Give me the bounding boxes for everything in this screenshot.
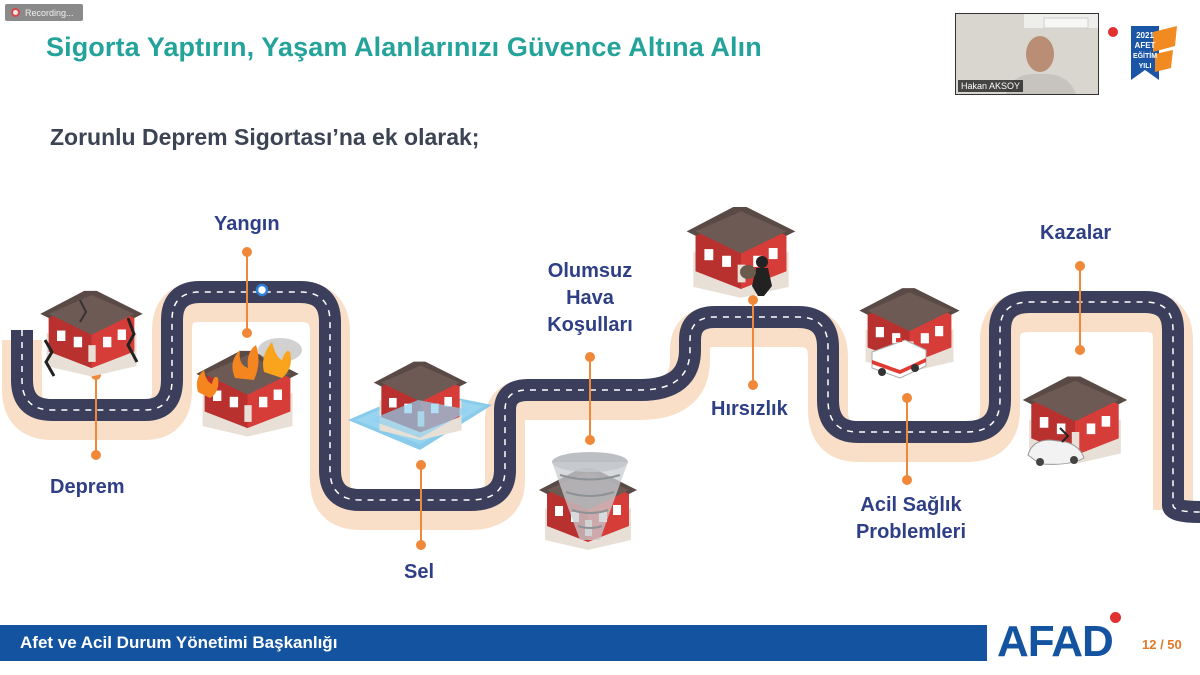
label-olumsuz-line1: Olumsuz (547, 260, 633, 282)
slide-title: Sigorta Yaptırın, Yaşam Alanlarınızı Güv… (46, 32, 762, 62)
tornado-house-icon (539, 452, 637, 550)
logo-line2: AFET (1135, 41, 1156, 50)
page-number: 12 / 50 (1142, 637, 1182, 652)
label-acil-saglik: Acil Sağlık Problemleri (850, 492, 972, 546)
flood-house-icon (348, 361, 492, 450)
label-acil-line1: Acil Sağlık (860, 494, 962, 516)
logo-line3: EĞİTİM (1133, 51, 1157, 60)
participant-name: Hakan AKSOY (958, 80, 1024, 92)
record-icon (11, 8, 20, 17)
slide-subtitle: Zorunlu Deprem Sigortası’na ek olarak; (50, 124, 480, 150)
accident-house-icon (1022, 376, 1128, 466)
fire-house-icon (196, 338, 302, 437)
label-olumsuz-line2: Hava (566, 287, 614, 309)
afet-egitim-yili-logo: 2021 AFET EĞİTİM YILI (1108, 26, 1177, 80)
turkish-flag-icon (1110, 612, 1121, 623)
recording-label: Recording... (25, 7, 74, 18)
participant-video-tile[interactable]: Hakan AKSOY (955, 13, 1099, 95)
logo-line1: 2021 (1136, 31, 1154, 40)
recording-indicator[interactable]: Recording... (5, 4, 83, 21)
label-deprem: Deprem (50, 476, 125, 498)
label-olumsuz-hava: Olumsuz Hava Koşulları (538, 258, 642, 339)
label-kazalar: Kazalar (1040, 222, 1112, 244)
road-lane-markings (21, 291, 1200, 513)
footer-bar: Afet ve Acil Durum Yönetimi Başkanlığı (0, 625, 987, 661)
logo-line4: YILI (1139, 63, 1152, 70)
burglary-house-icon (686, 206, 796, 298)
label-acil-line2: Problemleri (855, 521, 967, 543)
progress-marker-icon (255, 283, 269, 297)
label-sel: Sel (404, 561, 435, 583)
footer-org-name: Afet ve Acil Durum Yönetimi Başkanlığı (20, 633, 338, 652)
earthquake-house-icon (40, 290, 143, 377)
afad-logo: AFAD (997, 617, 1114, 666)
label-hirsizlik: Hırsızlık (711, 398, 788, 420)
label-yangin: Yangın (214, 213, 280, 235)
ambulance-house-icon (859, 288, 960, 379)
label-olumsuz-line3: Koşulları (547, 314, 633, 336)
